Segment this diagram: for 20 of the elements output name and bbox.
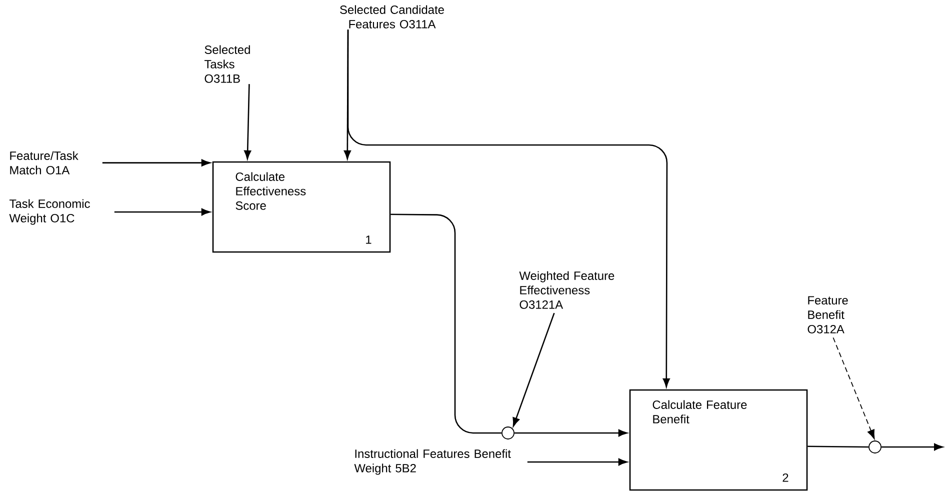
arrow-label: Feature/Task Match O1A [10,151,78,174]
arrow [881,443,943,451]
arrow-label: Instructional Features Benefit Weight 5B2 [354,449,511,475]
arrow [514,429,628,437]
arrow-label: Feature Benefit O312A [808,296,848,334]
arrow [527,458,628,466]
process-box: Calculate Effectiveness Score 1 [212,161,391,253]
arrow [102,159,210,166]
arrow-label: Selected Tasks O311B [204,45,250,83]
arrow-label: Selected Candidate Features O311A [340,5,444,28]
arrow-label: Weighted Feature Effectiveness O3121A [519,271,614,309]
arrow [347,30,670,388]
junction-circle [868,440,882,454]
junction-circle [502,426,514,440]
leader-line [832,337,875,440]
process-box: Calculate Feature Benefit 2 [629,389,808,491]
arrow [114,208,210,216]
arrow-label: Task Economic Weight O1C [9,199,90,225]
arrow [244,84,252,160]
leader-line [512,312,555,426]
